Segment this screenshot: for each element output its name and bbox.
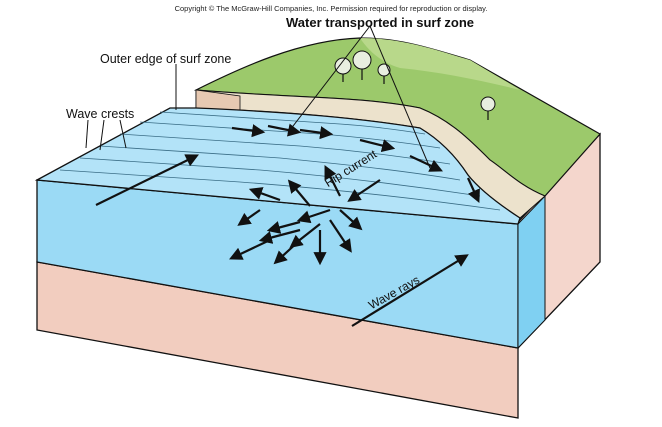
copyright-notice: Copyright © The McGraw-Hill Companies, I… [0,4,662,13]
water-transported-label: Water transported in surf zone [286,15,474,30]
outer-edge-label: Outer edge of surf zone [100,52,231,66]
wave-crests-label: Wave crests [66,107,134,121]
